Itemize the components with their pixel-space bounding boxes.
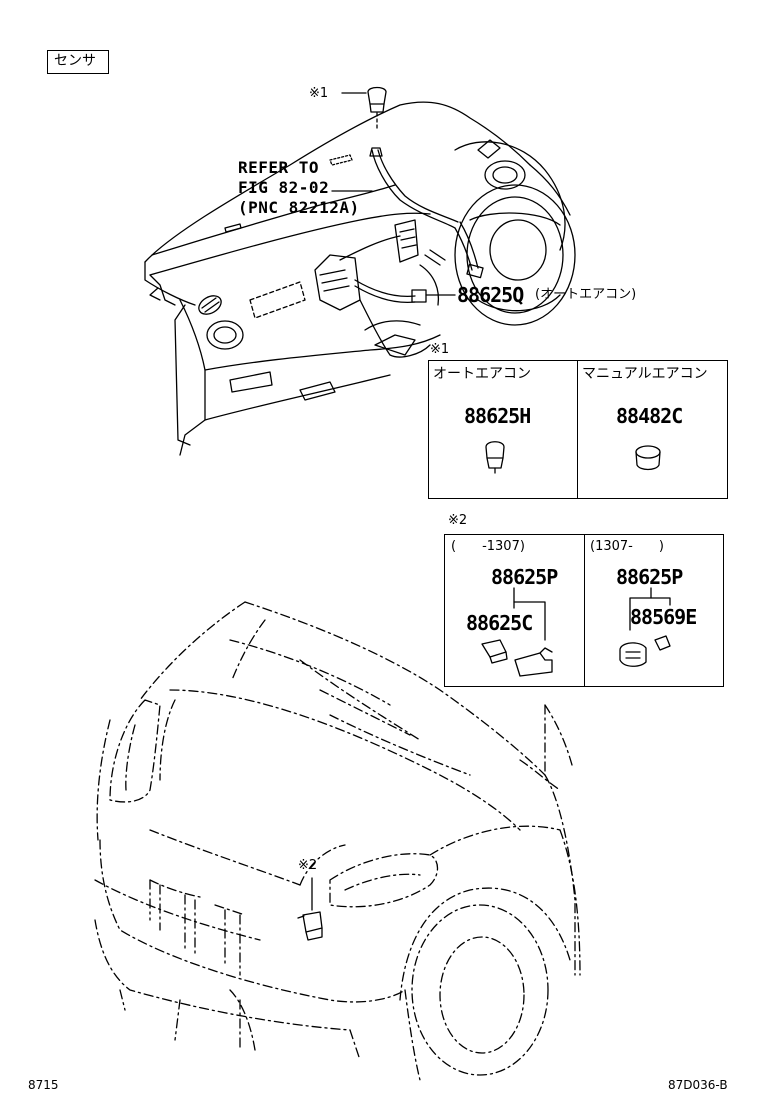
vehicle-front-drawing [94, 601, 581, 1081]
box2-divider [584, 535, 585, 686]
front-sensor-part-drawing [297, 877, 323, 941]
category-label-box: センサ [47, 50, 109, 74]
box1-table: オートエアコン マニュアルエアコン 88625H 88482C [428, 360, 728, 499]
category-label: センサ [54, 53, 96, 69]
footer-right-code: 87D036-B [668, 1078, 728, 1092]
box2-left-header: ( -1307) [451, 539, 525, 554]
instrument-panel-drawing [144, 101, 576, 456]
reference-line-3: (PNC 82212A) [238, 198, 360, 217]
box1-mark: ※1 [430, 342, 450, 357]
box1-left-part-number: 88625H [464, 404, 531, 428]
dash-sensor-callout-mark: ※1 [309, 86, 329, 101]
front-sensor-callout-mark: ※2 [298, 858, 318, 873]
box2-right-header: (1307- ) [590, 539, 664, 554]
sensor-hose-drawing [354, 147, 484, 304]
box1-right-part-number: 88482C [616, 404, 683, 428]
footer-left-code: 8715 [28, 1078, 59, 1092]
box2-left-top-part-number: 88625P [491, 565, 558, 589]
main-part-note: (オートエアコン) [535, 287, 637, 302]
reference-line-2: FIG 82-02 [238, 178, 330, 197]
box1-part-drawings [485, 441, 661, 474]
box2-right-top-part-number: 88625P [616, 565, 683, 589]
box2-part-drawings [481, 587, 671, 677]
box2-mark: ※2 [448, 513, 468, 528]
main-part-number: 88625Q [457, 283, 524, 307]
box2-table: ( -1307) (1307- ) 88625P 88625C 88625P 8… [444, 534, 724, 687]
dash-sensor-part-drawing [341, 86, 387, 129]
box2-right-sub-part-number: 88569E [630, 605, 697, 629]
box1-divider [577, 361, 578, 498]
box2-left-sub-part-number: 88625C [466, 611, 533, 635]
reference-line-1: REFER TO [238, 158, 320, 177]
box1-right-header: マニュアルエアコン [582, 366, 708, 382]
box1-left-header: オートエアコン [433, 366, 531, 382]
